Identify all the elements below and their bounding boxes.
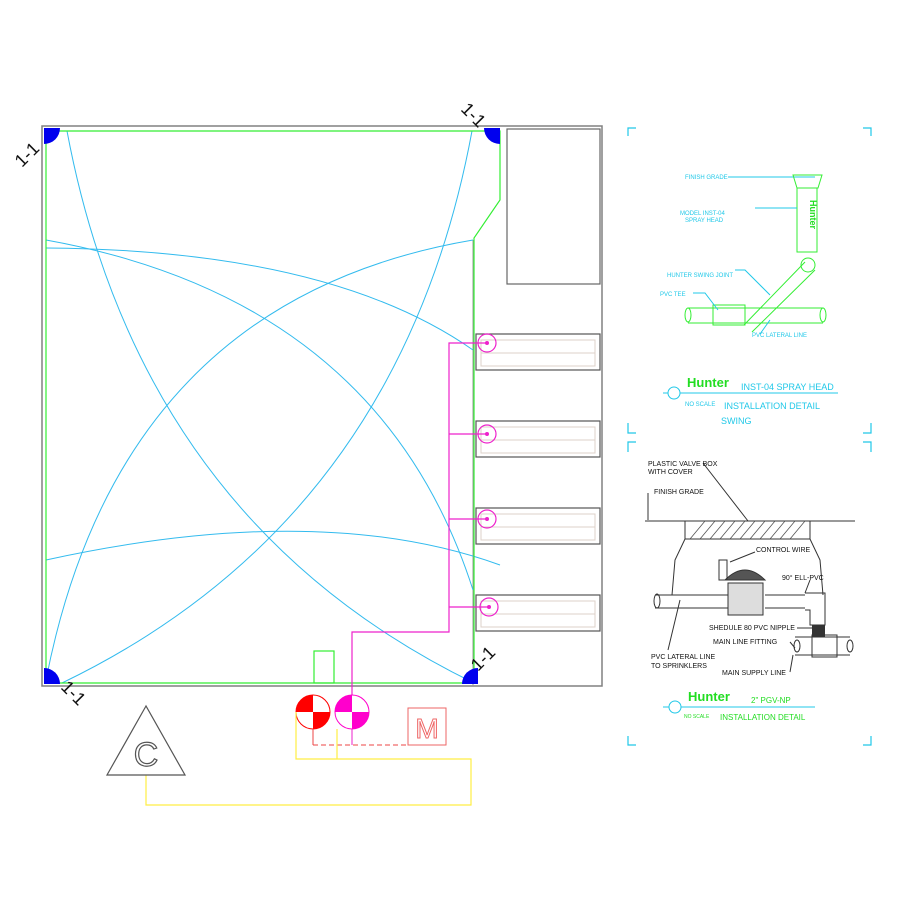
svg-text:MAIN LINE FITTING: MAIN LINE FITTING [713, 639, 777, 646]
spray-arcs [45, 130, 501, 684]
site-boundary [41, 125, 603, 687]
valve-detail: PLASTIC VALVE BOX WITH COVER FINISH GRAD… [645, 461, 855, 722]
svg-text:WITH COVER: WITH COVER [648, 469, 693, 476]
svg-text:FINISH GRADE: FINISH GRADE [685, 175, 728, 181]
control-wire [145, 712, 472, 806]
section-label: 1-1 [57, 677, 90, 710]
lateral-stub [313, 650, 335, 684]
lateral-line [45, 130, 501, 684]
valve-magenta-icon[interactable] [334, 694, 370, 730]
drip-zone [475, 507, 601, 545]
spray-head-icon [484, 128, 500, 144]
spray-head-icon [462, 668, 478, 684]
svg-text:PLASTIC VALVE BOX: PLASTIC VALVE BOX [648, 461, 718, 468]
spray-heads [44, 128, 500, 684]
drip-zones [475, 333, 601, 632]
spray-head-icon [44, 668, 60, 684]
svg-text:SWING: SWING [721, 416, 752, 426]
svg-text:INST-04 SPRAY HEAD: INST-04 SPRAY HEAD [741, 382, 834, 392]
meter-icon[interactable]: M [407, 707, 447, 746]
svg-text:FINISH GRADE: FINISH GRADE [654, 489, 704, 496]
spray-arc [66, 130, 475, 684]
svg-text:90° ELL-PVC: 90° ELL-PVC [782, 574, 824, 582]
svg-text:HUNTER SWING JOINT: HUNTER SWING JOINT [667, 273, 733, 279]
hunter-logo: Hunter [688, 689, 730, 704]
svg-text:MAIN SUPPLY LINE: MAIN SUPPLY LINE [722, 670, 786, 677]
svg-text:M: M [415, 713, 438, 744]
spray-arc [45, 247, 474, 351]
svg-text:PVC LATERAL LINE: PVC LATERAL LINE [651, 654, 716, 661]
svg-text:CONTROL WIRE: CONTROL WIRE [756, 547, 811, 554]
svg-text:TO SPRINKLERS: TO SPRINKLERS [651, 663, 707, 670]
svg-text:SPRAY HEAD: SPRAY HEAD [685, 218, 724, 224]
svg-text:2" PGV-NP: 2" PGV-NP [751, 696, 791, 705]
valve-red-icon[interactable] [295, 694, 331, 730]
spray-arc [61, 130, 473, 684]
controller-icon[interactable]: C [105, 704, 187, 776]
spray-arc [45, 239, 474, 681]
svg-text:PVC TEE: PVC TEE [660, 292, 686, 298]
svg-text:NO SCALE: NO SCALE [685, 402, 715, 408]
spray-arc [45, 530, 501, 566]
section-label: 1-1 [11, 138, 44, 171]
svg-text:INSTALLATION DETAIL: INSTALLATION DETAIL [724, 401, 820, 411]
svg-text:C: C [134, 736, 159, 774]
building-block [506, 128, 601, 285]
spray-head-detail: Hunter FINISH GRADE MODEL INST-04 SPRAY … [660, 174, 838, 426]
svg-text:SHEDULE 80 PVC NIPPLE: SHEDULE 80 PVC NIPPLE [709, 625, 795, 632]
drip-zone [475, 594, 601, 632]
drip-supply [351, 333, 499, 713]
svg-text:INSTALLATION DETAIL: INSTALLATION DETAIL [720, 713, 806, 722]
detail-frames [627, 127, 872, 746]
svg-text:PVC LATERAL LINE: PVC LATERAL LINE [752, 333, 807, 339]
svg-text:NO SCALE: NO SCALE [684, 714, 710, 720]
hunter-logo: Hunter [687, 375, 729, 390]
svg-text:MODEL INST-04: MODEL INST-04 [680, 211, 725, 217]
svg-text:Hunter: Hunter [808, 200, 818, 229]
spray-head-icon [44, 128, 60, 144]
spray-arc [45, 239, 474, 591]
drip-zone [475, 333, 601, 371]
